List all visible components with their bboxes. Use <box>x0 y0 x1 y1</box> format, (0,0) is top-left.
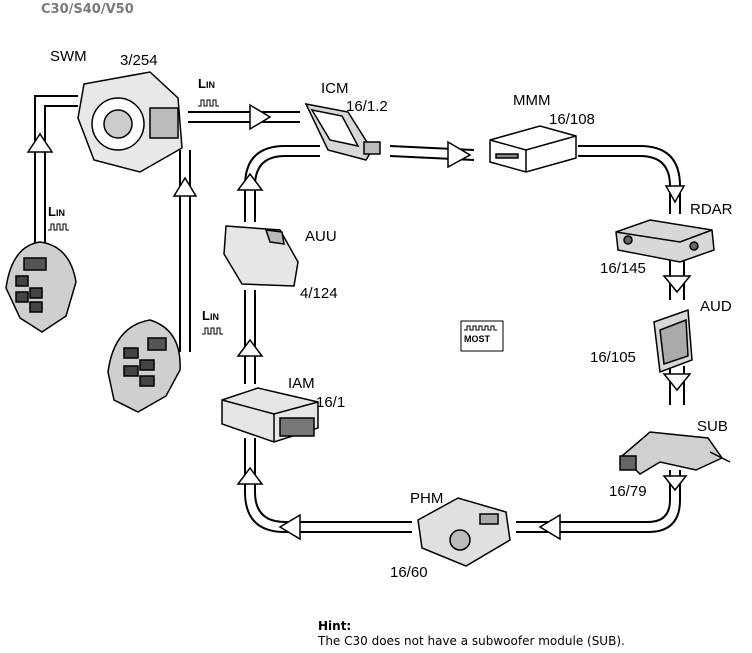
mmm-module <box>489 125 577 173</box>
phm-module <box>417 497 511 567</box>
mmm-code: 16/108 <box>549 111 595 128</box>
rdar-module <box>615 219 715 263</box>
phm-name: PHM <box>410 490 444 507</box>
swm-module <box>77 71 183 173</box>
rdar-name: RDAR <box>690 201 733 218</box>
sub-code: 16/79 <box>609 483 647 500</box>
most-ring <box>244 145 685 533</box>
auu-code: 4/124 <box>300 285 338 302</box>
most-label: MOST <box>464 334 490 344</box>
mmm-name: MMM <box>513 92 551 109</box>
lin-lines <box>34 95 300 352</box>
aud-module <box>653 308 693 374</box>
aud-code: 16/105 <box>590 349 636 366</box>
icm-code: 16/1.2 <box>346 98 388 115</box>
lin-label-left: LIN <box>48 204 65 219</box>
icm-module <box>304 102 381 161</box>
left-button-panel <box>5 241 77 333</box>
most-arrowheads <box>236 140 692 541</box>
most-icon <box>460 320 504 352</box>
aud-name: AUD <box>700 298 732 315</box>
sub-name: SUB <box>697 418 728 435</box>
hint-text: The C30 does not have a subwoofer module… <box>318 634 625 648</box>
iam-module <box>221 387 319 443</box>
hint-title: Hint: <box>318 619 352 633</box>
model-header: C30/S40/V50 <box>41 2 134 17</box>
lin-label-right: LIN <box>202 308 219 323</box>
iam-code: 16/1 <box>316 394 346 411</box>
lin-pulse-icons <box>48 99 223 335</box>
lin-arrowheads <box>26 103 272 197</box>
swm-name: SWM <box>50 48 87 65</box>
rdar-code: 16/145 <box>600 260 646 277</box>
phm-code: 16/60 <box>390 564 428 581</box>
sub-module <box>619 431 731 475</box>
auu-module <box>223 225 299 287</box>
auu-name: AUU <box>305 228 337 245</box>
lin-label-top: LIN <box>198 76 215 91</box>
icm-name: ICM <box>321 80 349 97</box>
swm-code: 3/254 <box>120 52 158 69</box>
right-button-panel <box>107 319 181 413</box>
iam-name: IAM <box>288 375 315 392</box>
